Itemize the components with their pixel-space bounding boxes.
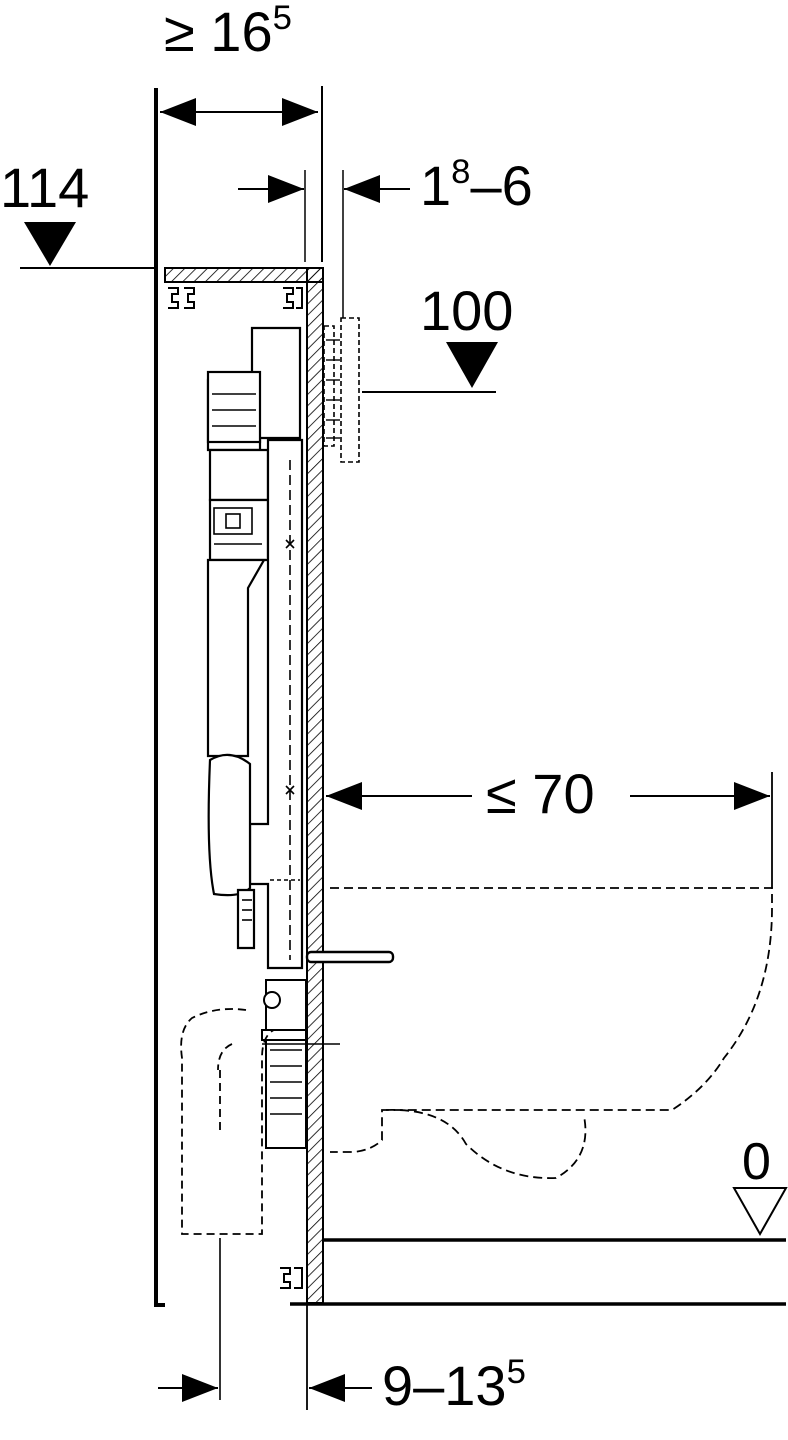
clearance-suffix: –6 — [470, 154, 533, 217]
floor — [290, 1238, 786, 1306]
toilet-bowl — [330, 887, 773, 1179]
front-panel — [306, 267, 324, 1304]
wall-rod — [305, 950, 395, 964]
dimension-clearance — [238, 170, 410, 318]
top-width-superscript: 5 — [272, 0, 292, 38]
floor-level-label: 0 — [742, 1133, 771, 1191]
bracket-icon — [168, 287, 303, 1289]
clearance-value: 1 — [420, 154, 452, 217]
level-marker-100 — [362, 342, 498, 393]
clearance-superscript: 8 — [451, 153, 471, 192]
top-width-value: ≥ 16 — [164, 0, 273, 63]
height-114-label: 114 — [0, 156, 90, 219]
rear-wall — [154, 88, 165, 1307]
cistern-detail — [212, 393, 300, 960]
flush-plate-detail — [326, 339, 340, 439]
height-100-label: 100 — [420, 279, 514, 342]
dimension-top-width — [160, 86, 323, 262]
floor-level-marker — [732, 1187, 788, 1237]
level-marker-114 — [20, 222, 156, 269]
drain-connector-detail — [262, 1043, 340, 1115]
dimension-bowl-projection — [326, 772, 773, 888]
cistern — [206, 326, 304, 970]
top-plate — [164, 267, 324, 283]
top-width-label: ≥ 165 — [164, 1, 292, 60]
bottom-offset-superscript: 5 — [506, 1353, 526, 1392]
clearance-label: 18–6 — [420, 155, 533, 214]
bottom-offset-label: 9–135 — [382, 1355, 526, 1414]
dimension-bottom-offset — [158, 1304, 372, 1410]
drain-connector — [261, 979, 307, 1149]
bottom-offset-value: 9–13 — [382, 1354, 507, 1417]
flush-plate — [323, 317, 360, 463]
drain-pipe — [180, 1008, 275, 1235]
bowl-projection-label: ≤ 70 — [486, 762, 595, 825]
